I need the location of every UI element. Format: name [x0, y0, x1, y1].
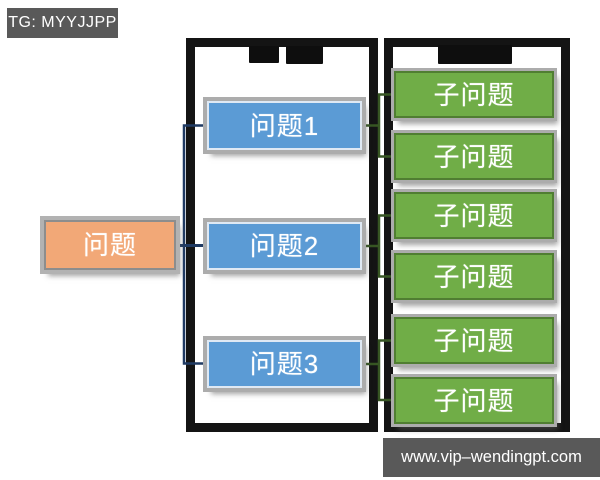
sub-problem-label-6: 子问题 — [433, 385, 515, 416]
problem-box-2: 问题2 — [207, 222, 362, 270]
sub-problem-box-1: 子问题 — [394, 71, 554, 118]
problem-box-3: 问题3 — [207, 340, 362, 388]
sub-problem-label-2: 子问题 — [433, 141, 515, 172]
redacted-title-left-part1 — [249, 46, 279, 63]
sub-problem-box-4: 子问题 — [394, 253, 554, 300]
tg-badge: TG: MYYJJPP — [7, 8, 118, 38]
root-problem-box: 问题 — [44, 220, 176, 270]
sub-problem-box-5: 子问题 — [394, 317, 554, 364]
sub-problem-label-1: 子问题 — [433, 79, 515, 110]
root-problem-label: 问题 — [82, 230, 137, 260]
sub-problem-label-5: 子问题 — [433, 325, 515, 356]
problem-label-2: 问题2 — [249, 231, 320, 261]
sub-problem-box-6: 子问题 — [394, 377, 554, 424]
redacted-title-right — [438, 45, 512, 64]
watermark-badge: www.vip–wendingpt.com — [383, 438, 600, 477]
sub-problem-label-4: 子问题 — [433, 261, 515, 292]
problem-box-1: 问题1 — [207, 101, 362, 150]
sub-problem-label-3: 子问题 — [433, 200, 515, 231]
sub-problem-box-3: 子问题 — [394, 192, 554, 239]
problem-label-1: 问题1 — [249, 110, 320, 141]
problem-label-3: 问题3 — [249, 349, 320, 379]
redacted-title-left-part2 — [286, 46, 323, 64]
sub-problem-box-2: 子问题 — [394, 133, 554, 180]
